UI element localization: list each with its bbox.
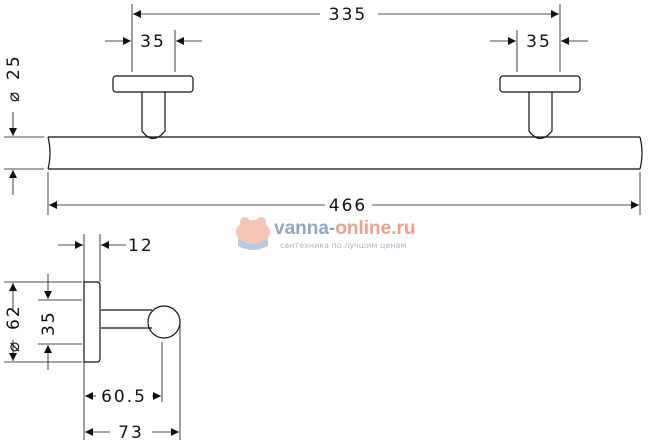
dim-60-5: 60.5	[101, 387, 147, 407]
left-post	[141, 92, 166, 140]
side-view: 12 ⌀ 62 35 60.5 73	[4, 234, 181, 443]
front-view: 335 35 35 466 ⌀ 25	[4, 4, 643, 216]
dim-12: 12	[128, 236, 154, 256]
side-post	[101, 309, 152, 329]
watermark-logo-icon	[236, 217, 270, 250]
bar-cross-section	[147, 305, 181, 339]
dim-side-35: 35	[39, 310, 59, 336]
dim-25: 25	[4, 54, 24, 80]
towel-bar	[47, 136, 643, 170]
watermark-name-2: online.ru	[335, 218, 416, 239]
dim-right-35: 35	[526, 32, 552, 52]
watermark-tagline: сантехника по лучшим ценам	[280, 241, 407, 250]
diameter-symbol: ⌀	[4, 90, 24, 102]
watermark-name-1: vanna-	[274, 218, 336, 239]
side-wall-plate	[83, 281, 101, 363]
plate-diameter-symbol: ⌀	[4, 340, 24, 352]
dim-466: 466	[329, 196, 367, 216]
side-extension-lines	[4, 234, 181, 440]
watermark: vanna-online.ru сантехника по лучшим цен…	[236, 218, 415, 251]
left-wall-plate	[112, 75, 194, 93]
right-wall-plate	[499, 75, 581, 93]
right-post	[528, 92, 553, 140]
dim-73: 73	[118, 423, 144, 443]
dim-left-35: 35	[140, 32, 166, 52]
extension-lines	[4, 4, 641, 215]
dim-335: 335	[329, 5, 367, 25]
dim-62: 62	[4, 304, 24, 330]
